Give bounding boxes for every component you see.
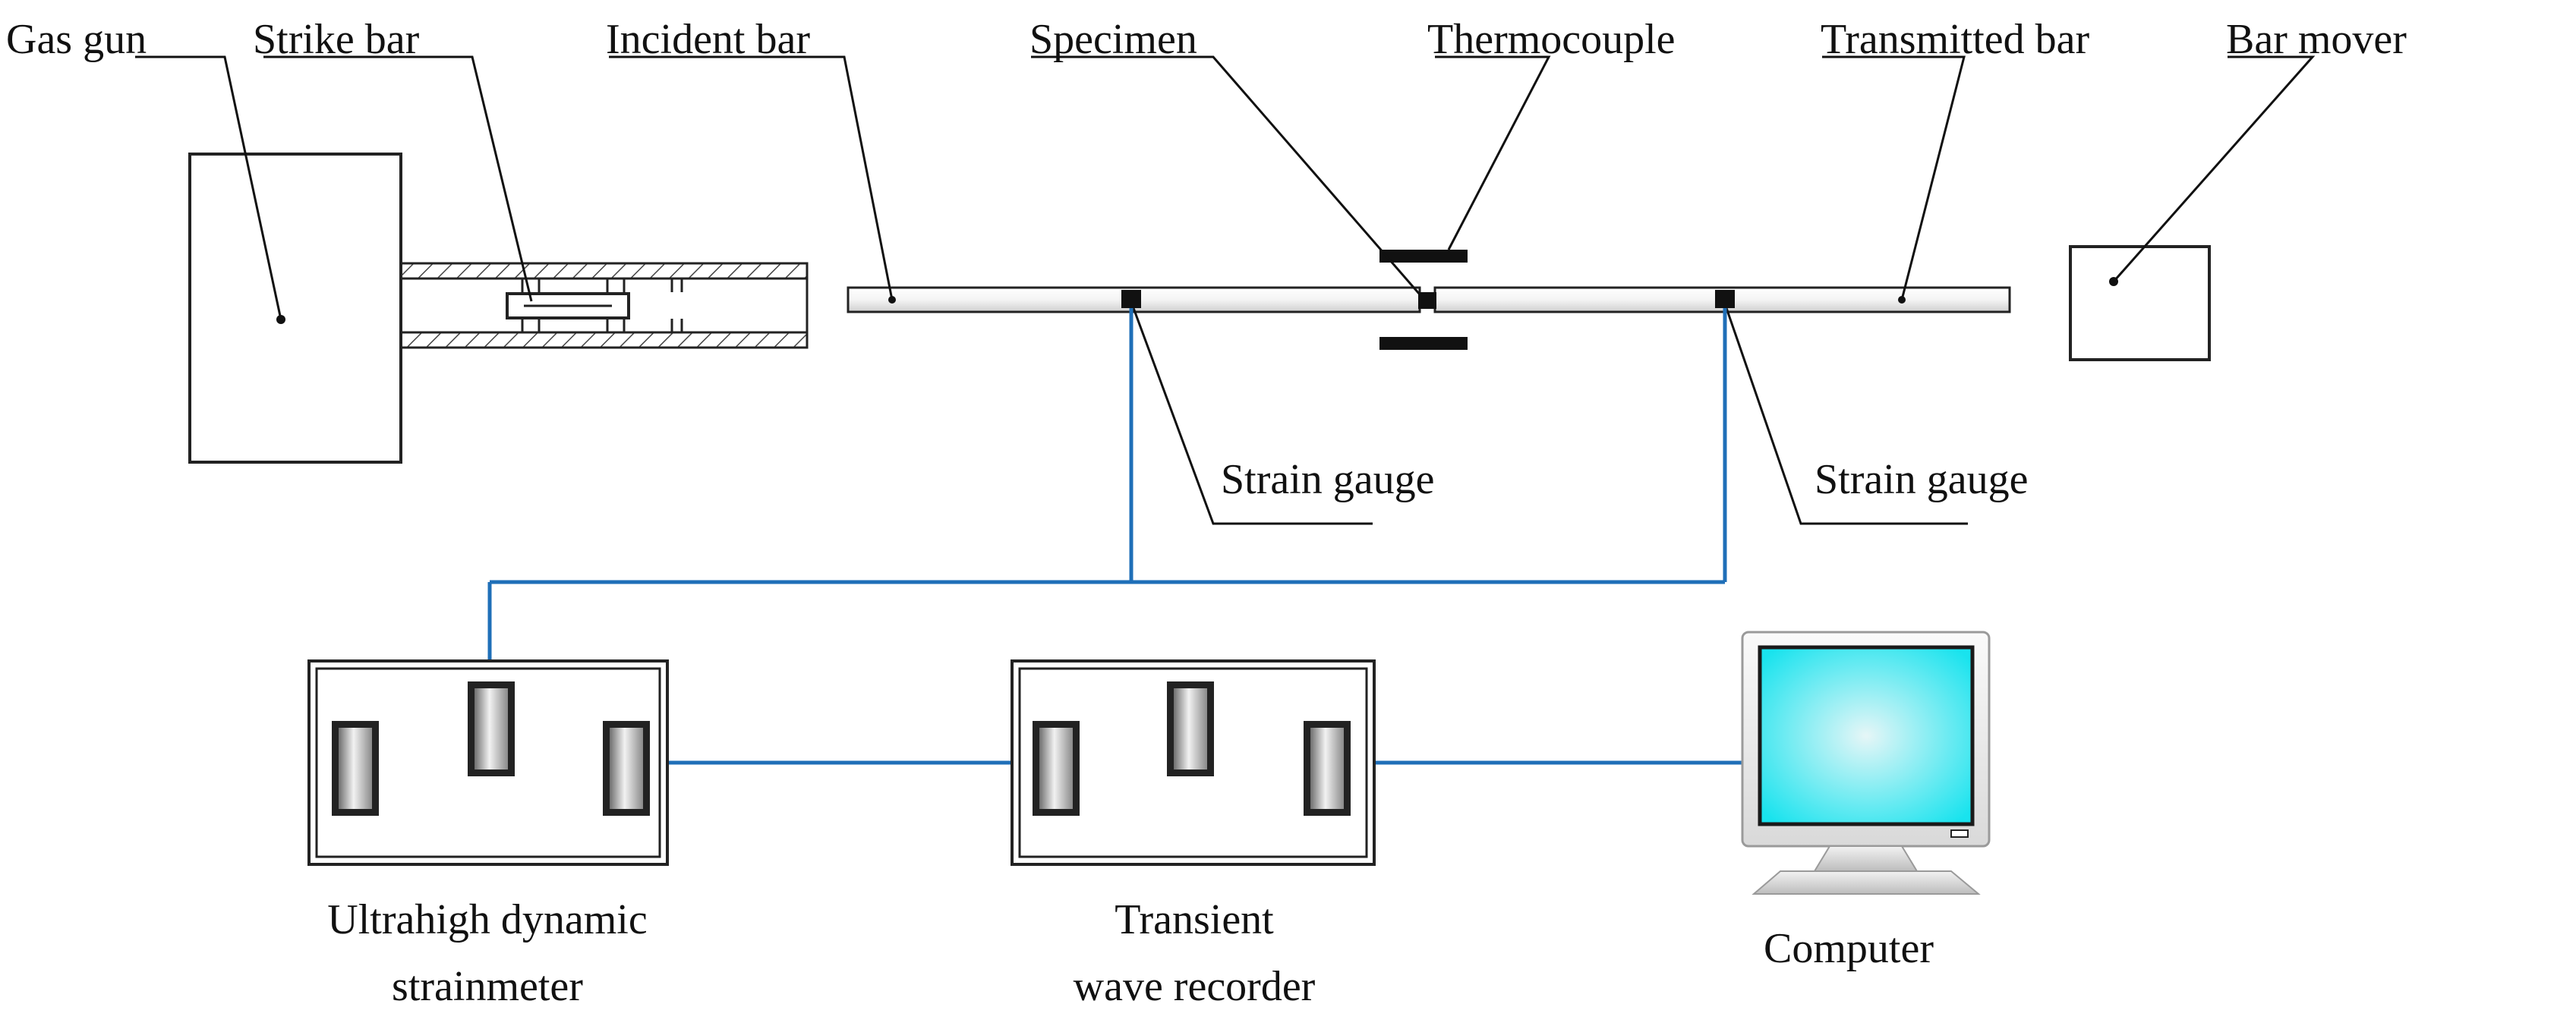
signal-wires <box>487 308 1742 765</box>
label-strain-gauge-left: Strain gauge <box>1221 456 1434 503</box>
label-bar-mover: Bar mover <box>2226 16 2407 63</box>
strain-gauge-right <box>1715 290 1735 308</box>
strainmeter-device <box>307 659 669 866</box>
label-strain-gauge-right: Strain gauge <box>1815 456 2028 503</box>
gun-barrel <box>399 262 809 349</box>
bar-mover <box>2069 245 2211 361</box>
specimen <box>1418 292 1436 309</box>
thermocouple-upper-plate <box>1379 250 1468 263</box>
thermocouple-lower-plate <box>1379 337 1468 350</box>
recorder-knob-center <box>1167 681 1214 776</box>
label-transmitted-bar: Transmitted bar <box>1821 16 2089 63</box>
strainmeter-knob-left <box>332 721 379 816</box>
label-specimen: Specimen <box>1029 16 1197 63</box>
label-incident-bar: Incident bar <box>606 16 810 63</box>
label-recorder-line1: Transient <box>1115 896 1274 943</box>
label-thermocouple: Thermocouple <box>1427 16 1676 63</box>
strain-gauge-left <box>1121 290 1141 308</box>
strainmeter-knob-right <box>603 721 650 816</box>
recorder-knob-left <box>1033 721 1080 816</box>
label-strike-bar: Strike bar <box>253 16 420 63</box>
leader-lines <box>135 55 2316 525</box>
label-gas-gun: Gas gun <box>6 16 147 63</box>
gas-gun <box>188 153 402 464</box>
strike-bar <box>506 279 630 332</box>
computer-monitor-icon <box>1741 631 1991 895</box>
strainmeter-knob-center <box>468 681 515 776</box>
label-computer: Computer <box>1764 925 1934 972</box>
label-strainmeter-line1: Ultrahigh dynamic <box>327 896 647 943</box>
wave-recorder-device <box>1011 659 1376 866</box>
label-recorder-line2: wave recorder <box>1074 963 1316 1010</box>
labels: Gas gun Strike bar Incident bar Specimen… <box>6 16 2407 1010</box>
recorder-knob-right <box>1304 721 1351 816</box>
label-strainmeter-line2: strainmeter <box>392 963 583 1010</box>
